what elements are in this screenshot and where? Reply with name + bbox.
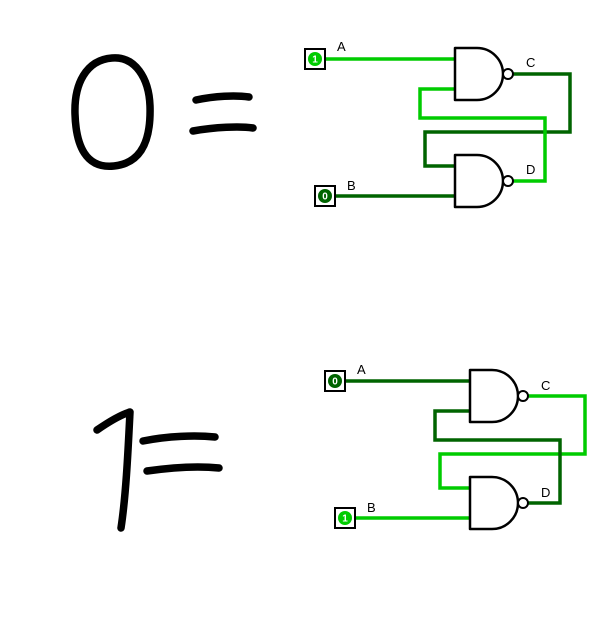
input-pin-b[interactable]: 0 xyxy=(314,185,336,207)
sr-latch-circuit-bottom: 0 A 1 B C D xyxy=(324,362,587,531)
pin-a-state-dot[interactable] xyxy=(328,374,342,388)
nand-gate-1 xyxy=(468,368,529,424)
handwritten-equals-top-stroke xyxy=(192,92,253,104)
input-pin-b[interactable]: 1 xyxy=(334,507,356,529)
nand-gate-1 xyxy=(453,46,514,102)
handwritten-digit-0 xyxy=(71,54,154,170)
pin-b-state-dot[interactable] xyxy=(338,511,352,525)
input-pin-a[interactable]: 0 xyxy=(324,370,346,392)
sr-latch-circuit-top: 1 A 0 B C D xyxy=(304,39,572,209)
handwritten-annotation-one-equals xyxy=(93,408,223,532)
pin-a-value: 0 xyxy=(332,377,338,388)
pin-b-value: 0 xyxy=(322,192,328,203)
label-a: A xyxy=(337,39,346,54)
label-c: C xyxy=(541,378,550,393)
label-a: A xyxy=(357,362,366,377)
nand-gate-2-bubble xyxy=(502,175,514,187)
handwritten-annotation-zero-equals xyxy=(71,54,257,170)
nand-gate-2-bubble xyxy=(517,497,529,509)
handwritten-equals2-top-stroke xyxy=(139,432,219,445)
label-b: B xyxy=(367,500,376,515)
nand-gate-2-body xyxy=(453,153,505,209)
wire-feedback-d xyxy=(433,409,562,505)
wire-feedback-c xyxy=(423,72,572,168)
pin-a-state-dot[interactable] xyxy=(308,52,322,66)
nand-gate-1-bubble xyxy=(502,68,514,80)
label-d: D xyxy=(541,485,550,500)
nand-gate-2 xyxy=(468,475,529,531)
wire-feedback-d xyxy=(418,87,547,183)
nand-gate-1-bubble xyxy=(517,390,529,402)
handwritten-equals2-bottom-stroke xyxy=(143,463,223,475)
handwritten-equals-bottom-stroke xyxy=(189,123,257,135)
label-d: D xyxy=(526,162,535,177)
nand-gate-1-body xyxy=(453,46,505,102)
label-c: C xyxy=(526,55,535,70)
input-pin-a[interactable]: 1 xyxy=(304,48,326,70)
nand-gate-1-body xyxy=(468,368,520,424)
label-b: B xyxy=(347,178,356,193)
pin-b-value: 1 xyxy=(342,514,348,525)
wire-feedback-c xyxy=(438,394,587,490)
handwritten-digit-1 xyxy=(93,408,134,532)
pin-b-state-dot[interactable] xyxy=(318,189,332,203)
pin-a-value: 1 xyxy=(312,55,318,66)
nand-gate-2-body xyxy=(468,475,520,531)
nand-gate-2 xyxy=(453,153,514,209)
